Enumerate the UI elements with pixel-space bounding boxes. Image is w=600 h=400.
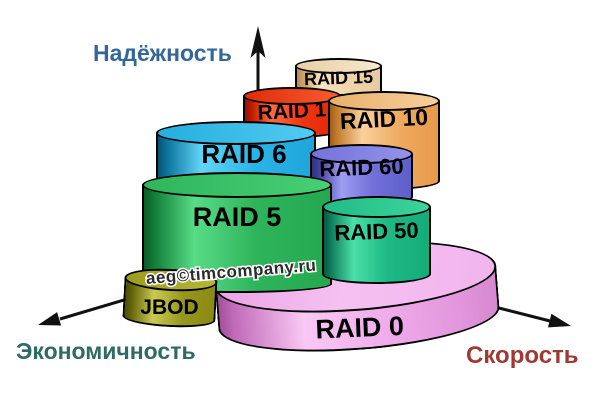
economy-axis-label: Экономичность [16,338,196,364]
cylinder-raid-15-label: RAID 15 [303,66,374,90]
cylinder-raid-50-side [322,207,431,284]
cylinder-raid-60-top [310,144,413,164]
cylinder-raid-50-label: RAID 50 [333,217,420,246]
cylinder-raid-15-top [295,58,382,74]
cylinder-raid-5-label: RAID 5 [192,202,282,232]
cylinder-raid-10-top [328,91,440,111]
cylinder-jbod-label: JBOD [140,295,199,319]
reliability-axis-arrow [250,26,266,95]
cylinder-raid-5-top [142,172,332,198]
cylinder-raid-6-top [156,121,316,145]
cylinder-raid-6-label: RAID 6 [201,139,287,169]
cylinder-raid-60-label: RAID 60 [318,153,405,182]
cylinder-raid-10-label: RAID 10 [339,103,429,135]
reliability-axis-label: Надёжность [93,40,232,66]
cylinder-raid-50-top [322,196,431,218]
speed-axis-label: Скорость [466,342,579,369]
